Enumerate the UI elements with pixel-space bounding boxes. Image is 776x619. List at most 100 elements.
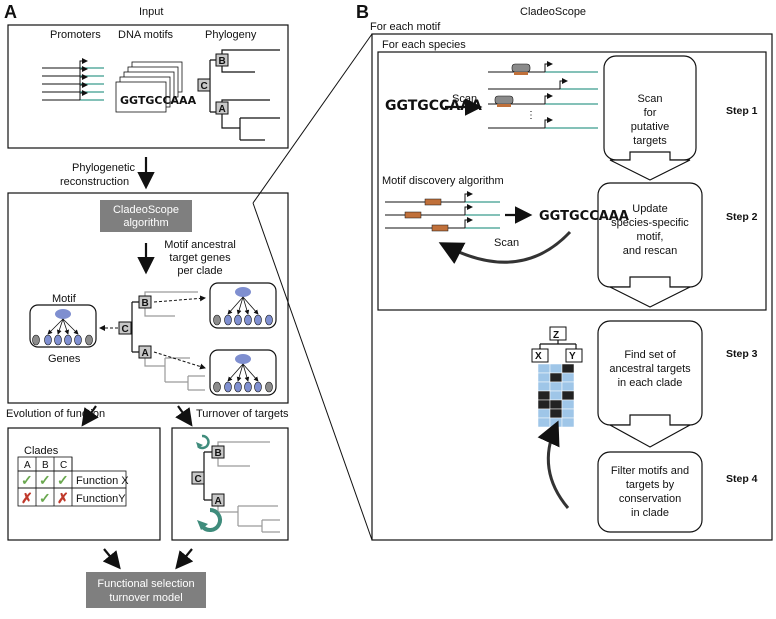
model-line1: Functional selection: [97, 578, 194, 590]
step2-promoters: [385, 191, 500, 232]
step1-label: Step 1: [726, 105, 758, 117]
mark-y-a: ✗: [21, 490, 33, 506]
root-genes: [32, 318, 93, 346]
panel-b-title: CladeoScope: [520, 6, 586, 18]
step3-label: Step 3: [726, 348, 758, 360]
tree-node-z: Z: [553, 330, 559, 341]
node-a-input: A: [219, 104, 226, 115]
phylogeny-tree-turnover: C B A: [191, 441, 280, 533]
panel-a-letter: A: [4, 2, 17, 22]
step3-text-0: Find set of: [624, 349, 676, 361]
phylogeny-tree-input: C B A: [197, 49, 280, 141]
step2-logo-text: GGTGCCAAA: [539, 209, 629, 224]
tree-node-x: X: [535, 351, 542, 362]
turnover-label: Turnover of targets: [196, 408, 289, 420]
mark-y-b: ✓: [39, 490, 51, 506]
scan-label-2: Scan: [494, 237, 519, 249]
clade-header-a: A: [24, 460, 31, 471]
motif-logo-small: GGTGCCAAA: [120, 94, 197, 107]
function-y-label: FunctionY: [76, 493, 126, 505]
mark-x-a: ✓: [21, 472, 33, 488]
step3-flow: Find set of ancestral targets in each cl…: [597, 320, 703, 448]
model-line2: turnover model: [109, 592, 182, 604]
ancestral-line3: per clade: [177, 265, 222, 277]
turnover-small-icon: [196, 434, 210, 450]
for-each-motif: For each motif: [370, 21, 441, 33]
node-c-turnover: C: [195, 474, 202, 485]
step4-text-0: Filter motifs and: [611, 465, 689, 477]
ellipsis: ⋮: [526, 110, 536, 121]
step2-flow: Update species-specific motif, and resca…: [597, 182, 703, 308]
panel-b-letter: B: [356, 2, 369, 22]
algorithm-line1: CladeoScope: [113, 204, 179, 216]
phylogeny-label: Phylogeny: [205, 29, 257, 41]
phylogeny-tree-algorithm: C B A: [99, 291, 206, 391]
step3-heatmap: [537, 363, 575, 428]
step1-text-2: putative: [631, 121, 670, 133]
node-c-input: C: [201, 81, 208, 92]
function-x-label: Function X: [76, 475, 129, 487]
step1-promoters: ⋮: [488, 61, 598, 129]
reconstruction-line2: reconstruction: [60, 176, 129, 188]
clade-header-c: C: [60, 460, 67, 471]
turnover-arrow: [175, 405, 193, 427]
evolution-arrow: [81, 405, 99, 427]
step1-logo-text: GGTGCCAAA: [385, 98, 482, 114]
motif-discovery-label: Motif discovery algorithm: [382, 175, 504, 187]
algorithm-line2: algorithm: [123, 217, 168, 229]
step4-text-2: conservation: [619, 493, 681, 505]
step1-text-0: Scan: [637, 93, 662, 105]
step1-text-3: targets: [633, 135, 667, 147]
root-motif-ellipse: [55, 309, 71, 319]
step4-label: Step 4: [726, 473, 758, 485]
turnover-large-icon: [197, 508, 222, 532]
function-table: A B C ✓ ✓ ✓ Function X ✗ ✓ ✗ FunctionY: [17, 456, 129, 507]
dna-motif-cards: GGTGCCAAA: [115, 61, 197, 113]
dna-motifs-label: DNA motifs: [118, 29, 174, 41]
input-box: [7, 24, 289, 149]
clade-a-gene-module: [209, 349, 277, 396]
step2-text-2: motif,: [637, 231, 664, 243]
motif-label: Motif: [52, 293, 77, 305]
feedback-curve-arrow: [537, 420, 570, 509]
clade-b-gene-module: [209, 282, 277, 329]
model-box: [86, 572, 206, 608]
promoter-lines: [42, 58, 104, 101]
reconstruction-line1: Phylogenetic: [72, 162, 135, 174]
input-title: Input: [139, 6, 163, 18]
tree-node-y: Y: [569, 351, 576, 362]
species-loop-box: [377, 51, 767, 311]
step3-tree: Z X Y: [531, 326, 583, 363]
node-a-algo: A: [142, 348, 149, 359]
to-model-arrow-left: [102, 548, 121, 570]
scan-label-1: Scan: [452, 93, 477, 105]
step2-text-3: and rescan: [623, 245, 677, 257]
mark-x-b: ✓: [39, 472, 51, 488]
step2-text-0: Update: [632, 203, 667, 215]
to-model-arrow-right: [175, 548, 194, 570]
motif-loop-box: [371, 33, 773, 541]
step3-text-1: ancestral targets: [609, 363, 691, 375]
step2-label: Step 2: [726, 211, 758, 223]
genes-label: Genes: [48, 353, 81, 365]
step4-flow: Filter motifs and targets by conservatio…: [597, 451, 703, 533]
cladeoscope-algorithm-box: [100, 200, 192, 232]
turnover-box: [171, 427, 289, 541]
step1-flow: Scan for putative targets: [603, 55, 697, 181]
rescan-curve-arrow: [438, 230, 572, 264]
algorithm-box: [7, 192, 289, 404]
step3-text-2: in each clade: [618, 377, 683, 389]
node-b-turnover: B: [215, 448, 222, 459]
mark-y-c: ✗: [57, 490, 69, 506]
evolution-box: [7, 427, 161, 541]
root-gene-module: [29, 304, 97, 348]
zoom-line-top: [252, 33, 373, 204]
clade-header-b: B: [42, 460, 49, 471]
step1-text-1: for: [644, 107, 657, 119]
for-each-species: For each species: [382, 39, 466, 51]
node-c-algo: C: [122, 324, 129, 335]
node-b-algo: B: [142, 298, 149, 309]
step4-text-3: in clade: [631, 507, 669, 519]
zoom-line-bottom: [252, 202, 373, 541]
